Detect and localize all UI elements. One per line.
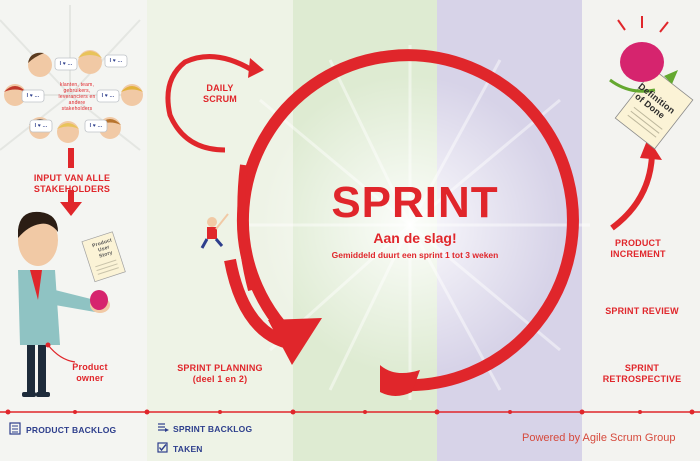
increment-egg — [609, 16, 678, 93]
powered-by: Powered by Agile Scrum Group — [522, 432, 676, 444]
sprint-title: SPRINT — [331, 178, 499, 227]
stakeholders-group-note: klanten, team, gebruikers, leveranciers … — [58, 82, 96, 112]
bubble-3: I ♥ ... — [26, 93, 40, 99]
bubble-6: I ♥ ... — [89, 123, 103, 129]
daily-scrum-loop — [165, 54, 254, 153]
idea-egg — [90, 290, 108, 310]
sprint-backlog-icon — [158, 423, 169, 432]
sprint-subtitle: Aan de slag! — [373, 230, 457, 246]
taken-label: TAKEN — [173, 444, 203, 454]
bubble-5: I ♥ ... — [34, 123, 48, 129]
planning-swoosh — [237, 164, 256, 292]
product-increment-label: PRODUCT INCREMENT — [610, 238, 666, 259]
speech-bubbles — [21, 54, 128, 133]
increment-arrow — [610, 154, 655, 231]
product-backlog-label: PRODUCT BACKLOG — [26, 425, 117, 435]
sprint-review-label: SPRINT REVIEW — [605, 306, 679, 316]
timeline-ticks — [5, 409, 695, 415]
sprint-retrospective-label: SPRINT RETROSPECTIVE — [602, 363, 682, 384]
stakeholders-label: INPUT VAN ALLE STAKEHOLDERS — [33, 173, 111, 194]
daily-scrum-label: DAILY SCRUM — [203, 83, 237, 104]
stakeholder-arrow — [60, 148, 82, 216]
sprint-planning-label: SPRINT PLANNING (deel 1 en 2) — [177, 363, 263, 384]
definition-of-done-paper — [614, 68, 694, 150]
user-story-document — [81, 231, 126, 283]
bubble-2: I ♥ ... — [109, 58, 123, 64]
bubble-1: I ♥ ... — [59, 61, 73, 67]
climbing-person — [200, 213, 229, 249]
checkbox-icon — [157, 442, 168, 453]
product-backlog-icon — [9, 422, 21, 435]
bubble-4: I ♥ ... — [101, 93, 115, 99]
sprint-duration: Gemiddeld duurt een sprint 1 tot 3 weken — [331, 250, 499, 260]
sprint-backlog-label: SPRINT BACKLOG — [173, 424, 253, 434]
product-owner-label: Product owner — [72, 362, 108, 383]
